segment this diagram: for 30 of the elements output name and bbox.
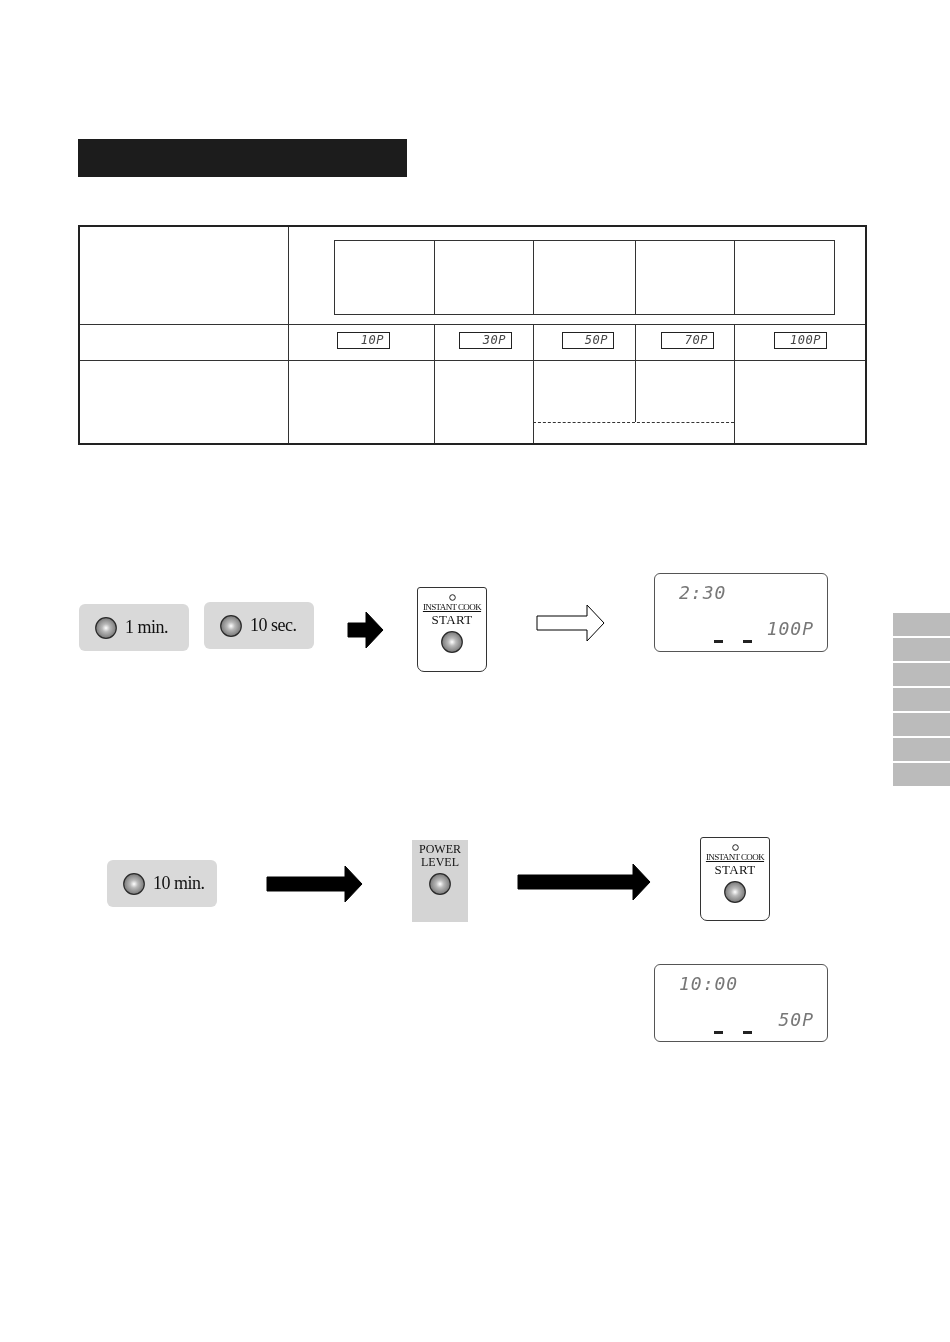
display-readout: 30P: [459, 332, 512, 349]
panel-heading: INSTANT COOK: [705, 852, 765, 863]
block-arrow: [266, 865, 363, 903]
panel-label: START: [431, 613, 473, 627]
display-readout: 50P: [562, 332, 614, 349]
display-power: 50P: [778, 1010, 814, 1030]
panel-label: POWER LEVEL: [418, 843, 462, 869]
button-pad: [204, 602, 314, 649]
display-time: 10:00: [679, 974, 739, 994]
display-panel: [654, 964, 828, 1042]
block-arrow: [517, 863, 651, 901]
start-button-panel: [417, 587, 487, 672]
panel-label: START: [714, 863, 756, 877]
block-arrow: [536, 604, 605, 642]
button-label: 10 sec.: [250, 614, 297, 637]
power-button-panel: [412, 840, 468, 922]
heading-bar: [78, 139, 407, 177]
button-pad: [107, 860, 217, 907]
button-pad: [79, 604, 189, 651]
button-label: 10 min.: [153, 872, 205, 895]
start-button-panel: [700, 837, 770, 921]
panel-heading: INSTANT COOK: [422, 602, 482, 613]
display-power: 100P: [766, 619, 814, 639]
display-readout: 100P: [774, 332, 827, 349]
button-label: 1 min.: [125, 616, 168, 639]
display-readout: 10P: [337, 332, 390, 349]
block-arrow: [347, 611, 384, 649]
display-readout: 70P: [661, 332, 714, 349]
display-panel: [654, 573, 828, 652]
display-time: 2:30: [679, 583, 727, 603]
